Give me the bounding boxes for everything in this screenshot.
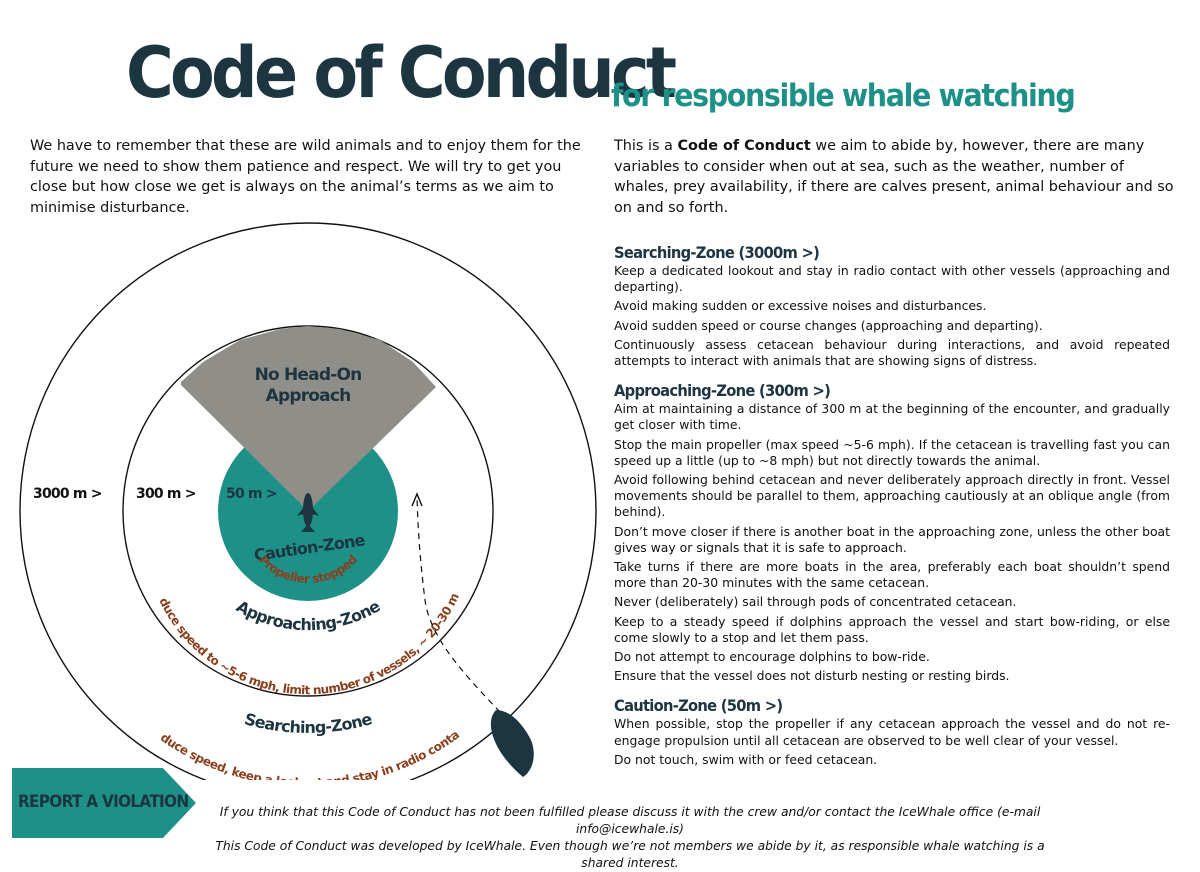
approach-path-arrow: [411, 492, 501, 713]
ring-label-3000: 3000 m >: [33, 486, 102, 502]
intro-right-bold: Code of Conduct: [677, 138, 811, 154]
rule-item: Take turns if there are more boats in th…: [614, 559, 1170, 591]
report-violation-label: REPORT A VIOLATION: [18, 792, 189, 812]
ring-label-50: 50 m >: [226, 486, 277, 502]
page-title: Code of Conduct: [126, 32, 677, 114]
searching-zone-heading: Searching-Zone (3000m >): [614, 243, 820, 262]
boat-icon: [490, 710, 534, 777]
rule-item: Do not touch, swim with or feed cetacean…: [614, 751, 878, 767]
rule-item: Do not attempt to encourage dolphins to …: [614, 649, 930, 665]
rule-item: Never (deliberately) sail through pods o…: [614, 594, 1017, 610]
zone-rules: Searching-Zone (3000m >) Keep a dedicate…: [614, 243, 1170, 780]
zone-diagram: No Head-On Approach 3000 m > 300 m > 50 …: [0, 220, 597, 780]
rule-item: Avoid sudden speed or course changes (ap…: [614, 317, 1043, 333]
intro-left: We have to remember that these are wild …: [30, 138, 581, 216]
rule-item: Continuously assess cetacean behaviour d…: [614, 336, 1170, 369]
no-head-on-label-1: No Head-On: [255, 365, 362, 385]
rule-item: Keep a dedicated lookout and stay in rad…: [614, 263, 1170, 295]
ring-label-300: 300 m >: [136, 486, 196, 502]
rule-item: When possible, stop the propeller if any…: [614, 716, 1170, 748]
caution-zone-section: Caution-Zone (50m >) When possible, stop…: [614, 696, 1170, 768]
rule-item: Keep to a steady speed if dolphins appro…: [614, 613, 1170, 645]
approaching-zone-heading: Approaching-Zone (300m >): [614, 381, 831, 401]
no-head-on-label-2: Approach: [266, 386, 351, 406]
whale-icon: [297, 493, 319, 532]
rule-item: Aim at maintaining a distance of 300 m a…: [614, 401, 1170, 433]
approaching-zone-section: Approaching-Zone (300m >) Aim at maintai…: [614, 381, 1170, 684]
report-violation-button[interactable]: REPORT A VIOLATION: [12, 768, 196, 838]
intro-right-prefix: This is a: [614, 138, 678, 154]
intro-right: This is a Code of Conduct we aim to abid…: [614, 136, 1174, 218]
intro-right-suffix: we aim to abide by, however, there are m…: [614, 138, 1174, 216]
rule-item: Ensure that the vessel does not disturb …: [614, 668, 1010, 684]
page-subtitle: for responsible whale watching: [611, 78, 1076, 114]
rule-item: Avoid making sudden or excessive noises …: [614, 298, 987, 314]
footer-line-2: This Code of Conduct was developed by Ic…: [215, 839, 1045, 870]
rule-item: Avoid following behind cetacean and neve…: [614, 472, 1170, 520]
rule-item: Don’t move closer if there is another bo…: [614, 523, 1170, 555]
caution-zone-heading: Caution-Zone (50m >): [614, 696, 783, 716]
footer-note: If you think that this Code of Conduct h…: [200, 804, 1060, 872]
no-head-on-wedge: [181, 326, 436, 511]
searching-zone-section: Searching-Zone (3000m >) Keep a dedicate…: [614, 243, 1170, 369]
footer-line-1: If you think that this Code of Conduct h…: [219, 805, 1041, 836]
rule-item: Stop the main propeller (max speed ~5-6 …: [614, 436, 1170, 468]
